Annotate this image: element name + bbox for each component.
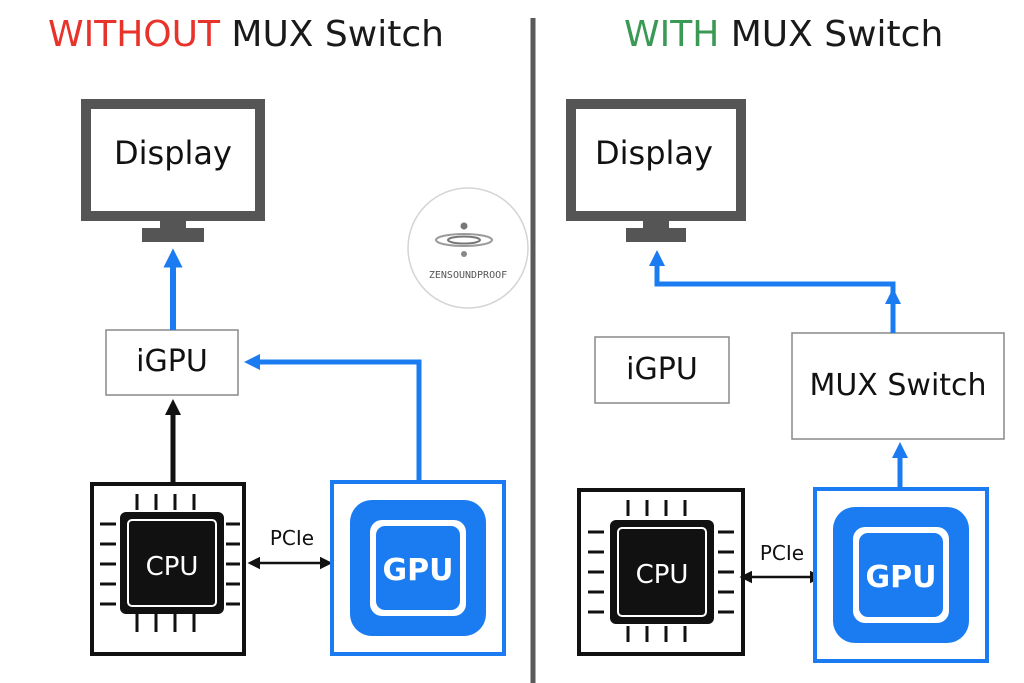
left-cpu-pins bbox=[100, 494, 240, 632]
title-accent-without: WITHOUT bbox=[48, 14, 220, 55]
right-monitor-screen bbox=[566, 99, 746, 221]
right-monitor-base bbox=[626, 228, 686, 242]
left-gpu-pins bbox=[334, 485, 502, 651]
right-cpu-die bbox=[610, 520, 714, 624]
left-cpu-die-border bbox=[127, 519, 217, 607]
left-display-label: Display bbox=[114, 134, 232, 172]
title-rest-right: MUX Switch bbox=[719, 14, 944, 55]
right-gpu-label: GPU bbox=[866, 560, 937, 595]
right-cpu-pins bbox=[588, 500, 734, 642]
left-gpu-to-igpu-arrow bbox=[243, 353, 422, 482]
right-monitor-neck bbox=[643, 216, 669, 230]
left-cpu-label: CPU bbox=[146, 552, 199, 582]
title-rest-left: MUX Switch bbox=[219, 14, 444, 55]
right-gpu-die bbox=[859, 533, 943, 617]
right-cpu-chip: CPU bbox=[577, 488, 745, 656]
watermark-ripple-outer bbox=[435, 233, 493, 247]
right-mux-rect bbox=[791, 332, 1005, 440]
left-igpu-box: iGPU bbox=[105, 329, 239, 396]
title-with-mux: WITH MUX Switch bbox=[624, 14, 943, 55]
right-igpu-box: iGPU bbox=[594, 336, 730, 404]
zensoundproof-watermark: ZENSOUNDPROOF bbox=[407, 187, 529, 309]
left-gpu-label: GPU bbox=[383, 553, 454, 588]
left-monitor-screen bbox=[81, 99, 265, 221]
right-cpu-label: CPU bbox=[636, 560, 689, 590]
left-cpu-die bbox=[120, 512, 224, 614]
right-igpu-rect bbox=[594, 336, 730, 404]
left-gpu-chip: GPU bbox=[330, 480, 506, 656]
watermark-ripple-inner bbox=[447, 235, 481, 245]
title-accent-with: WITH bbox=[624, 14, 720, 55]
right-mux-switch-box: MUX Switch bbox=[791, 332, 1005, 440]
left-display-monitor: Display bbox=[81, 99, 265, 242]
right-gpu-pins bbox=[817, 492, 985, 658]
right-mux-to-display-arrow bbox=[648, 249, 896, 330]
right-igpu-label: iGPU bbox=[626, 352, 698, 387]
left-pcie-label: PCIe bbox=[270, 526, 314, 550]
left-igpu-label: iGPU bbox=[136, 344, 208, 379]
left-monitor-base bbox=[142, 228, 204, 242]
watermark-circle bbox=[407, 187, 529, 309]
left-monitor-neck bbox=[160, 216, 186, 230]
left-cpu-chip: CPU bbox=[90, 482, 246, 656]
watermark-drop-bottom bbox=[461, 251, 467, 257]
right-pcie-label: PCIe bbox=[760, 541, 804, 565]
right-gpu-chip: GPU bbox=[813, 487, 989, 663]
right-display-label: Display bbox=[595, 134, 713, 172]
left-igpu-rect bbox=[105, 329, 239, 396]
right-cpu-die-border bbox=[617, 527, 707, 617]
watermark-drop-top bbox=[460, 222, 468, 230]
title-without-mux: WITHOUT MUX Switch bbox=[48, 14, 444, 55]
right-mux-label: MUX Switch bbox=[809, 368, 986, 403]
left-gpu-die bbox=[376, 526, 460, 610]
right-display-monitor: Display bbox=[566, 99, 746, 242]
watermark-text: ZENSOUNDPROOF bbox=[429, 270, 507, 281]
